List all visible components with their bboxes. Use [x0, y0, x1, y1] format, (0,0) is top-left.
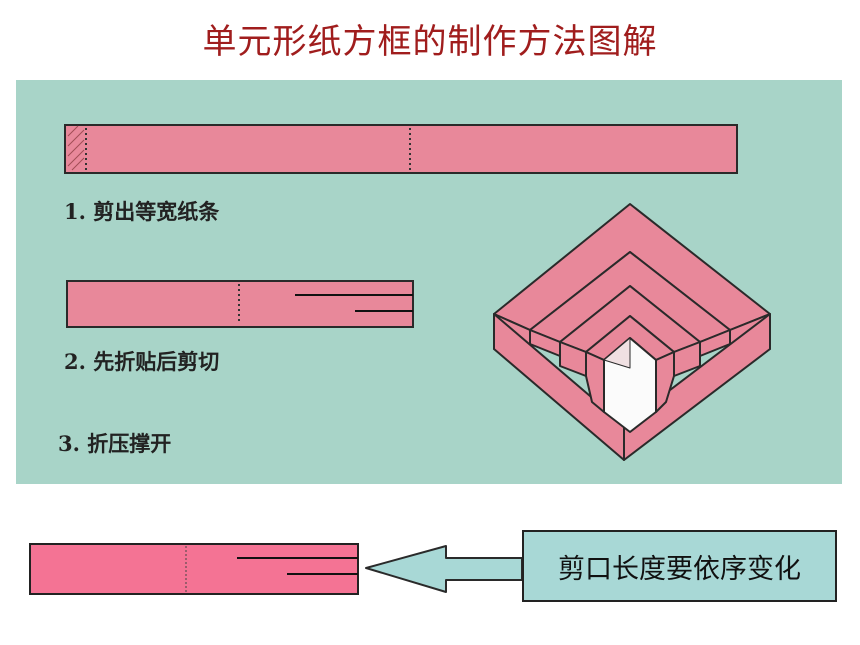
page-title: 单元形纸方框的制作方法图解 — [202, 22, 658, 62]
note-text: 剪口长度要依序变化 — [558, 553, 801, 585]
bottom-strip-cuts — [185, 546, 358, 592]
step3-label: 3. 折压撑开 — [58, 431, 172, 456]
step2-folded-strip — [66, 280, 414, 328]
note-box: 剪口长度要依序变化 — [522, 530, 837, 602]
step1-long-strip — [64, 124, 738, 174]
step2-label: 2. 先折贴后剪切 — [64, 349, 220, 374]
left-arrow-icon — [365, 545, 523, 593]
step1-label: 1. 剪出等宽纸条 — [64, 199, 220, 224]
nested-frame-illustration — [493, 203, 771, 461]
bottom-pink-strip — [29, 543, 359, 595]
